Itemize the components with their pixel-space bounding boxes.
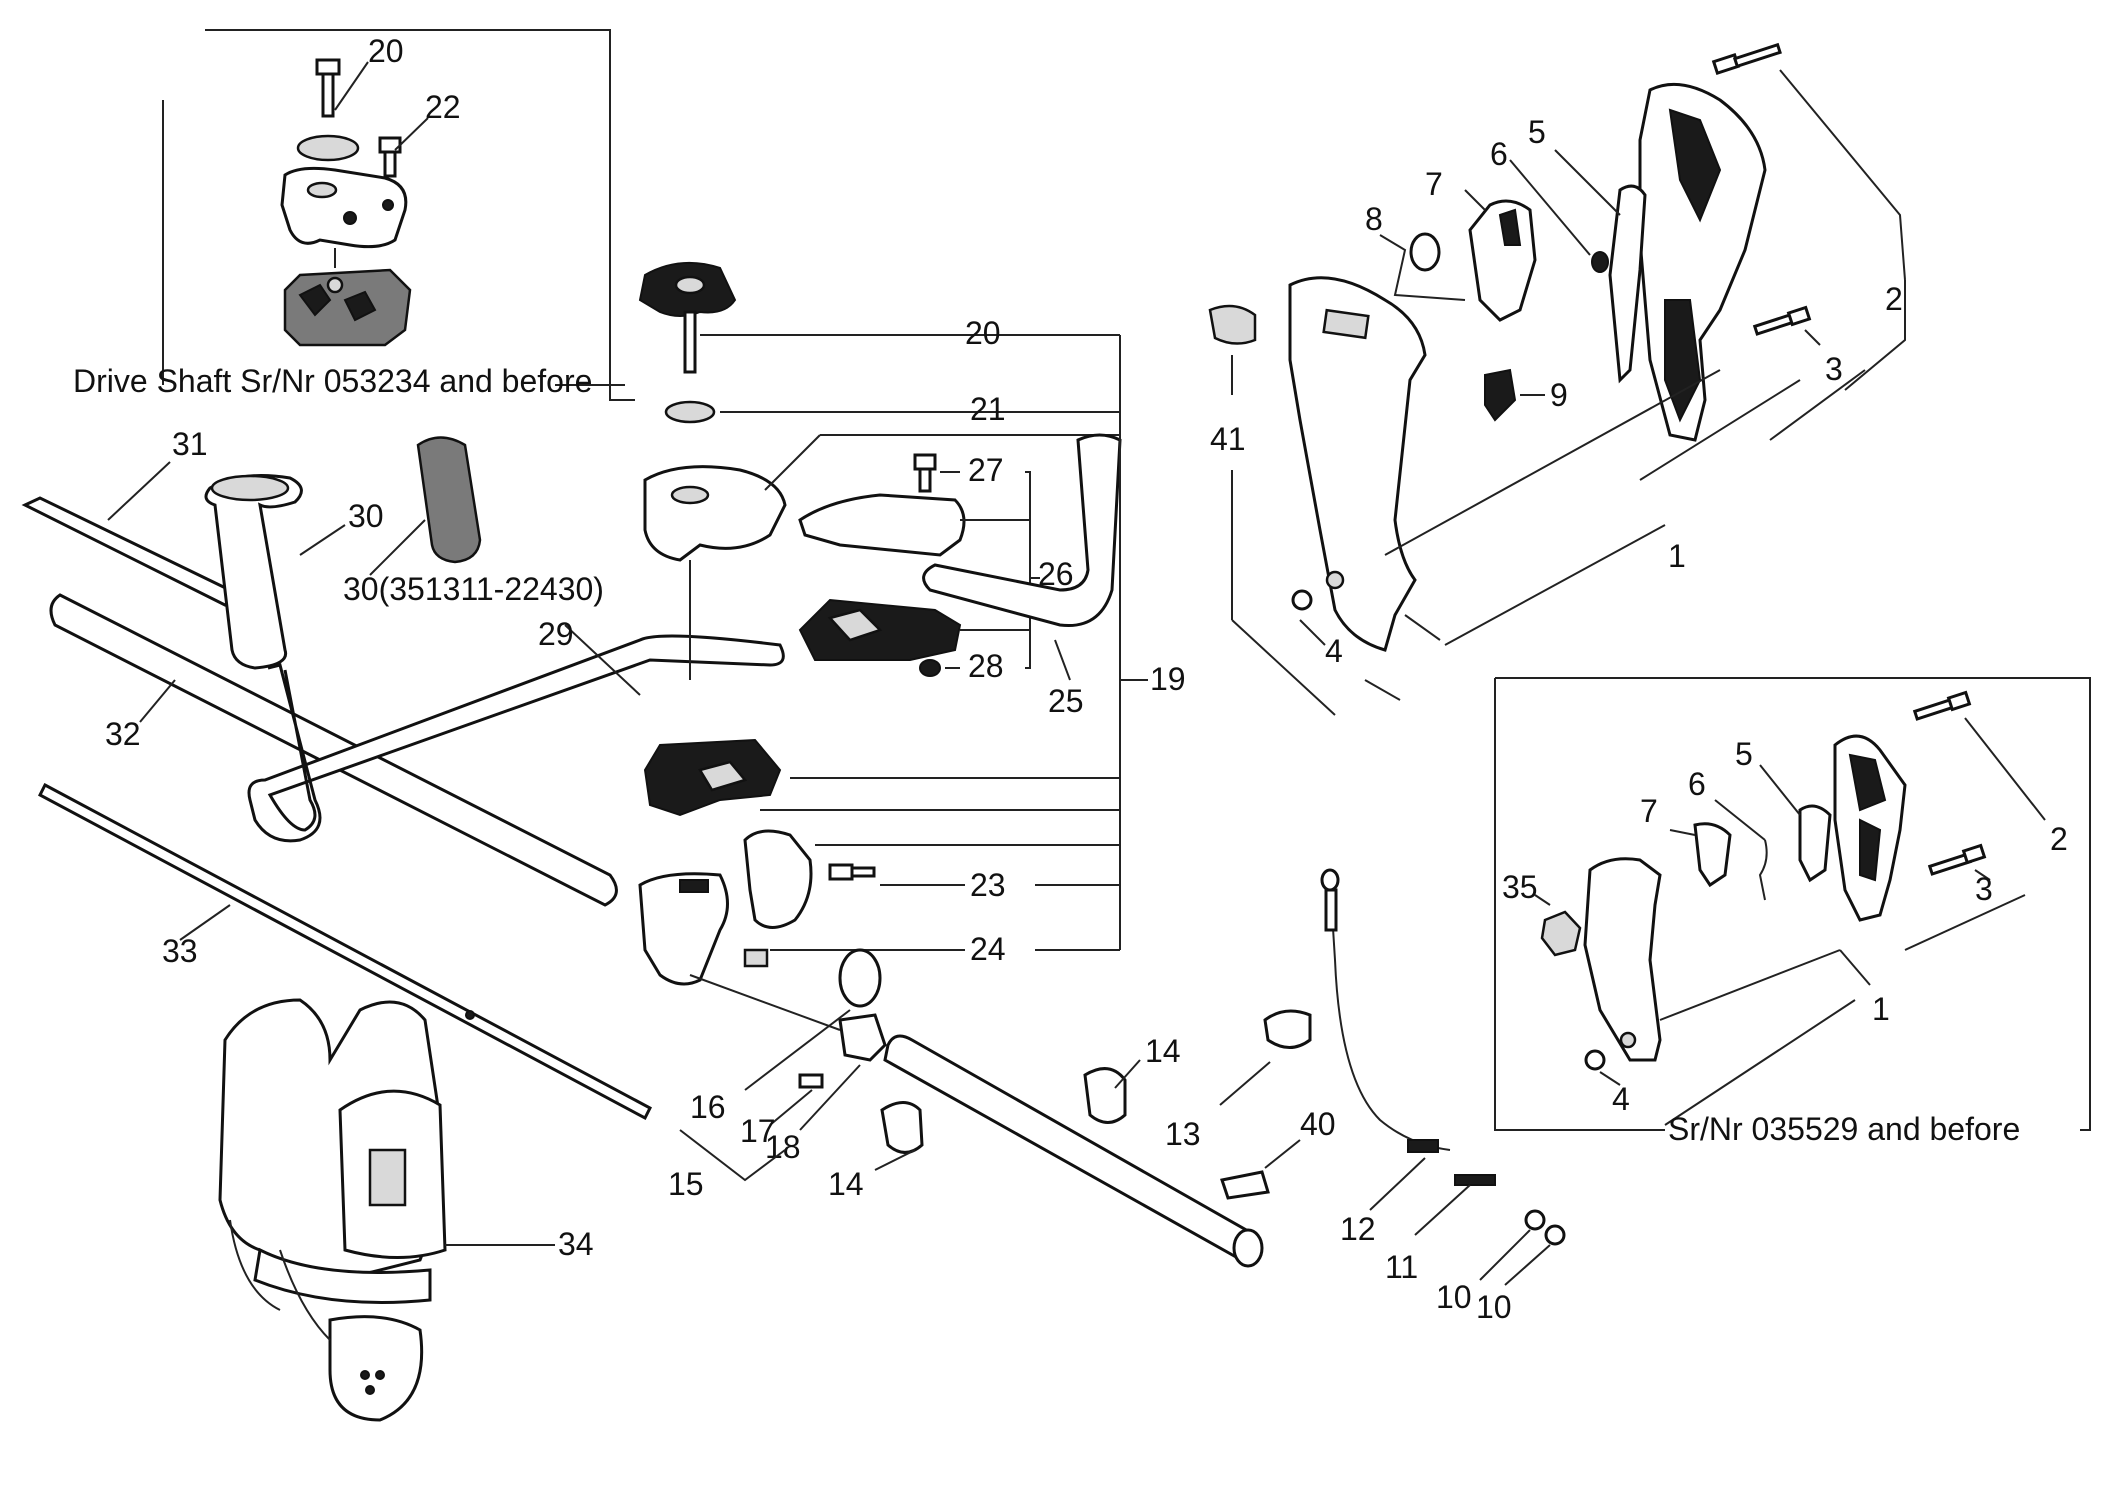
nut-10-b <box>1544 1224 1566 1246</box>
trigger-5 <box>1608 184 1647 384</box>
switch-9 <box>1484 368 1517 422</box>
tube-32 <box>49 593 618 907</box>
label-13: 13 <box>1165 1116 1201 1152</box>
serial-inset: 2 3 5 6 7 35 4 1 Sr/Nr 035529 and before <box>1494 677 2091 1147</box>
tube-25 <box>922 433 1122 628</box>
bushing-8 <box>1409 232 1441 272</box>
label-25: 25 <box>1048 683 1084 719</box>
label-24: 24 <box>970 931 1006 967</box>
spring-6 <box>1591 251 1609 273</box>
label-29: 29 <box>538 616 574 652</box>
clamp-14-upper <box>1083 1067 1127 1124</box>
center-assembly: 20 21 27 28 26 25 <box>638 261 1186 986</box>
label-8: 8 <box>1365 201 1383 237</box>
clamp-cover-plate <box>798 493 966 557</box>
serial-note: Sr/Nr 035529 and before <box>1668 1111 2020 1147</box>
label-sticker-40 <box>1220 1170 1270 1200</box>
label-5-serial: 5 <box>1735 736 1753 772</box>
inset-screw <box>378 136 402 178</box>
label-4-serial: 4 <box>1612 1081 1630 1117</box>
label-14-lower: 14 <box>828 1166 864 1202</box>
label-41: 41 <box>1210 421 1246 457</box>
label-18: 18 <box>765 1129 801 1165</box>
label-7-serial: 7 <box>1640 793 1658 829</box>
clamp-18 <box>838 1013 887 1062</box>
cap-35 <box>1540 910 1582 957</box>
label-1: 1 <box>1668 538 1686 574</box>
serial-housing-left <box>1583 857 1662 1062</box>
label-34: 34 <box>558 1226 594 1262</box>
label-6-serial: 6 <box>1688 766 1706 802</box>
inset-washer <box>296 134 360 162</box>
grip-30-alt <box>416 436 482 564</box>
left-assembly: 31 30 30(351311-22430) 32 29 33 <box>21 426 785 1422</box>
label-5: 5 <box>1528 114 1546 150</box>
label-27: 27 <box>968 452 1004 488</box>
label-3: 3 <box>1825 351 1843 387</box>
clip-13 <box>1263 1009 1312 1049</box>
lower-assembly: 16 17 18 15 14 14 13 12 11 <box>668 868 1566 1325</box>
label-31: 31 <box>172 426 208 462</box>
clamp-14-lower <box>880 1101 924 1154</box>
drive-shaft-33 <box>38 782 652 1121</box>
label-16: 16 <box>690 1089 726 1125</box>
label-33: 33 <box>162 933 198 969</box>
rear-handle-assembly: 2 3 5 6 7 8 9 41 <box>1208 42 1906 716</box>
label-1-serial: 1 <box>1872 991 1890 1027</box>
nut-10-a <box>1524 1209 1546 1231</box>
handle-housing-left <box>1288 276 1427 652</box>
label-15: 15 <box>668 1166 704 1202</box>
clamp-upper <box>643 465 787 562</box>
serial-trigger-5 <box>1798 804 1832 883</box>
label-11: 11 <box>1385 1249 1418 1285</box>
drive-shaft-inset: 20 22 Drive Shaft Sr/Nr 053234 and befor… <box>73 29 635 401</box>
washer-21 <box>664 400 716 424</box>
label-14-upper: 14 <box>1145 1033 1181 1069</box>
label-2: 2 <box>1885 281 1903 317</box>
inset-clamp-base <box>283 268 412 347</box>
label-6: 6 <box>1490 136 1508 172</box>
harness-34 <box>218 998 447 1422</box>
label-20: 20 <box>965 315 1001 351</box>
label-9: 9 <box>1550 377 1568 413</box>
label-21: 21 <box>970 391 1006 427</box>
inset-bolt <box>315 58 341 118</box>
label-3-serial: 3 <box>1975 871 1993 907</box>
label-28: 28 <box>968 648 1004 684</box>
throttle-cable <box>1329 879 1451 1151</box>
handle-bar-29 <box>247 634 785 843</box>
nut-28 <box>919 659 941 677</box>
nut-4 <box>1291 589 1313 611</box>
label-2-serial: 2 <box>2050 821 2068 857</box>
label-17: 17 <box>740 1113 776 1149</box>
label-20-inset: 20 <box>368 33 404 69</box>
grip-alt-part-number: 30(351311-22430) <box>343 571 604 607</box>
half-clamp <box>743 829 813 929</box>
serial-nut-4 <box>1584 1049 1606 1071</box>
shaft-tube <box>883 1034 1260 1264</box>
label-32: 32 <box>105 716 141 752</box>
strap-31 <box>21 496 244 607</box>
ring-16 <box>838 948 882 1008</box>
label-22: 22 <box>425 89 461 125</box>
label-10-a: 10 <box>1436 1279 1472 1315</box>
label-4: 4 <box>1325 633 1343 669</box>
label-40: 40 <box>1300 1106 1336 1142</box>
serial-lever-7 <box>1693 822 1732 888</box>
clamp-housing <box>638 872 729 986</box>
label-10-b: 10 <box>1476 1289 1512 1325</box>
label-12: 12 <box>1340 1211 1376 1247</box>
grip-30 <box>204 474 303 670</box>
label-19: 19 <box>1150 661 1186 697</box>
label-35: 35 <box>1502 869 1538 905</box>
label-30: 30 <box>348 498 384 534</box>
cap-41 <box>1208 304 1257 345</box>
label-7: 7 <box>1425 166 1443 202</box>
drive-shaft-note: Drive Shaft Sr/Nr 053234 and before <box>73 363 592 399</box>
label-23: 23 <box>970 867 1006 903</box>
